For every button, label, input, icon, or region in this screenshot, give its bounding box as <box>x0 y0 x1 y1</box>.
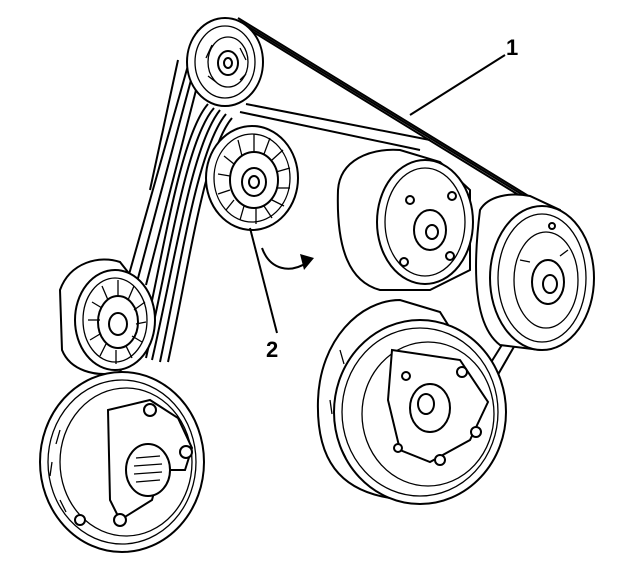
idler-pulley-lower-left <box>58 258 156 375</box>
callout-belt: 1 <box>409 35 518 116</box>
callout-label-1: 1 <box>506 35 518 60</box>
crankshaft-balancer <box>39 371 205 553</box>
alternator-pulley <box>475 193 595 352</box>
belt-tensioner-pulley <box>205 125 299 231</box>
callout-label-2: 2 <box>266 337 278 362</box>
curved-arrow-icon <box>261 247 314 270</box>
accessory-pulley-center <box>336 148 474 291</box>
serpentine-belt <box>127 17 549 386</box>
power-steering-pulley <box>316 298 507 505</box>
callout-tensioner: 2 <box>249 227 278 362</box>
idler-pulley-top <box>186 17 264 107</box>
